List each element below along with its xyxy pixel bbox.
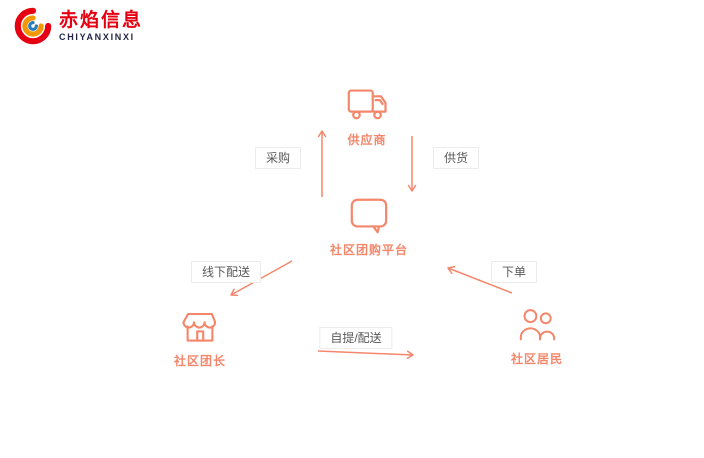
brand-text: 赤焰信息 CHIYANXINXI: [59, 10, 143, 43]
people-icon: [519, 309, 556, 341]
node-platform-label: 社区团购平台: [329, 243, 409, 257]
chat-bubble-platform-icon: [350, 198, 388, 234]
node-leader-label: 社区团长: [173, 354, 227, 368]
edge-label-purchase: 采购: [254, 147, 302, 169]
node-leader: 社区团长: [174, 303, 226, 369]
node-residents: 社区居民: [511, 303, 563, 367]
edge-label-supply: 供货: [432, 147, 480, 169]
truck-icon: [347, 89, 387, 120]
arrow-pickup-delivery: [317, 350, 414, 360]
node-residents-label: 社区居民: [510, 352, 564, 366]
brand-name: 赤焰信息: [59, 9, 144, 31]
node-platform: 社区团购平台: [330, 194, 408, 258]
node-supplier: 供应商: [344, 80, 390, 148]
node-supplier-label: 供应商: [347, 133, 387, 147]
brand-subtitle: CHIYANXINXI: [59, 32, 135, 43]
edge-label-pickup-delivery: 自提/配送: [319, 327, 393, 349]
edge-label-offline-delivery: 线下配送: [190, 261, 262, 283]
edge-label-place-order: 下单: [490, 261, 538, 283]
brand-logo: 赤焰信息 CHIYANXINXI: [14, 7, 143, 45]
flame-logo-icon: [14, 7, 52, 45]
storefront-icon: [182, 312, 217, 342]
